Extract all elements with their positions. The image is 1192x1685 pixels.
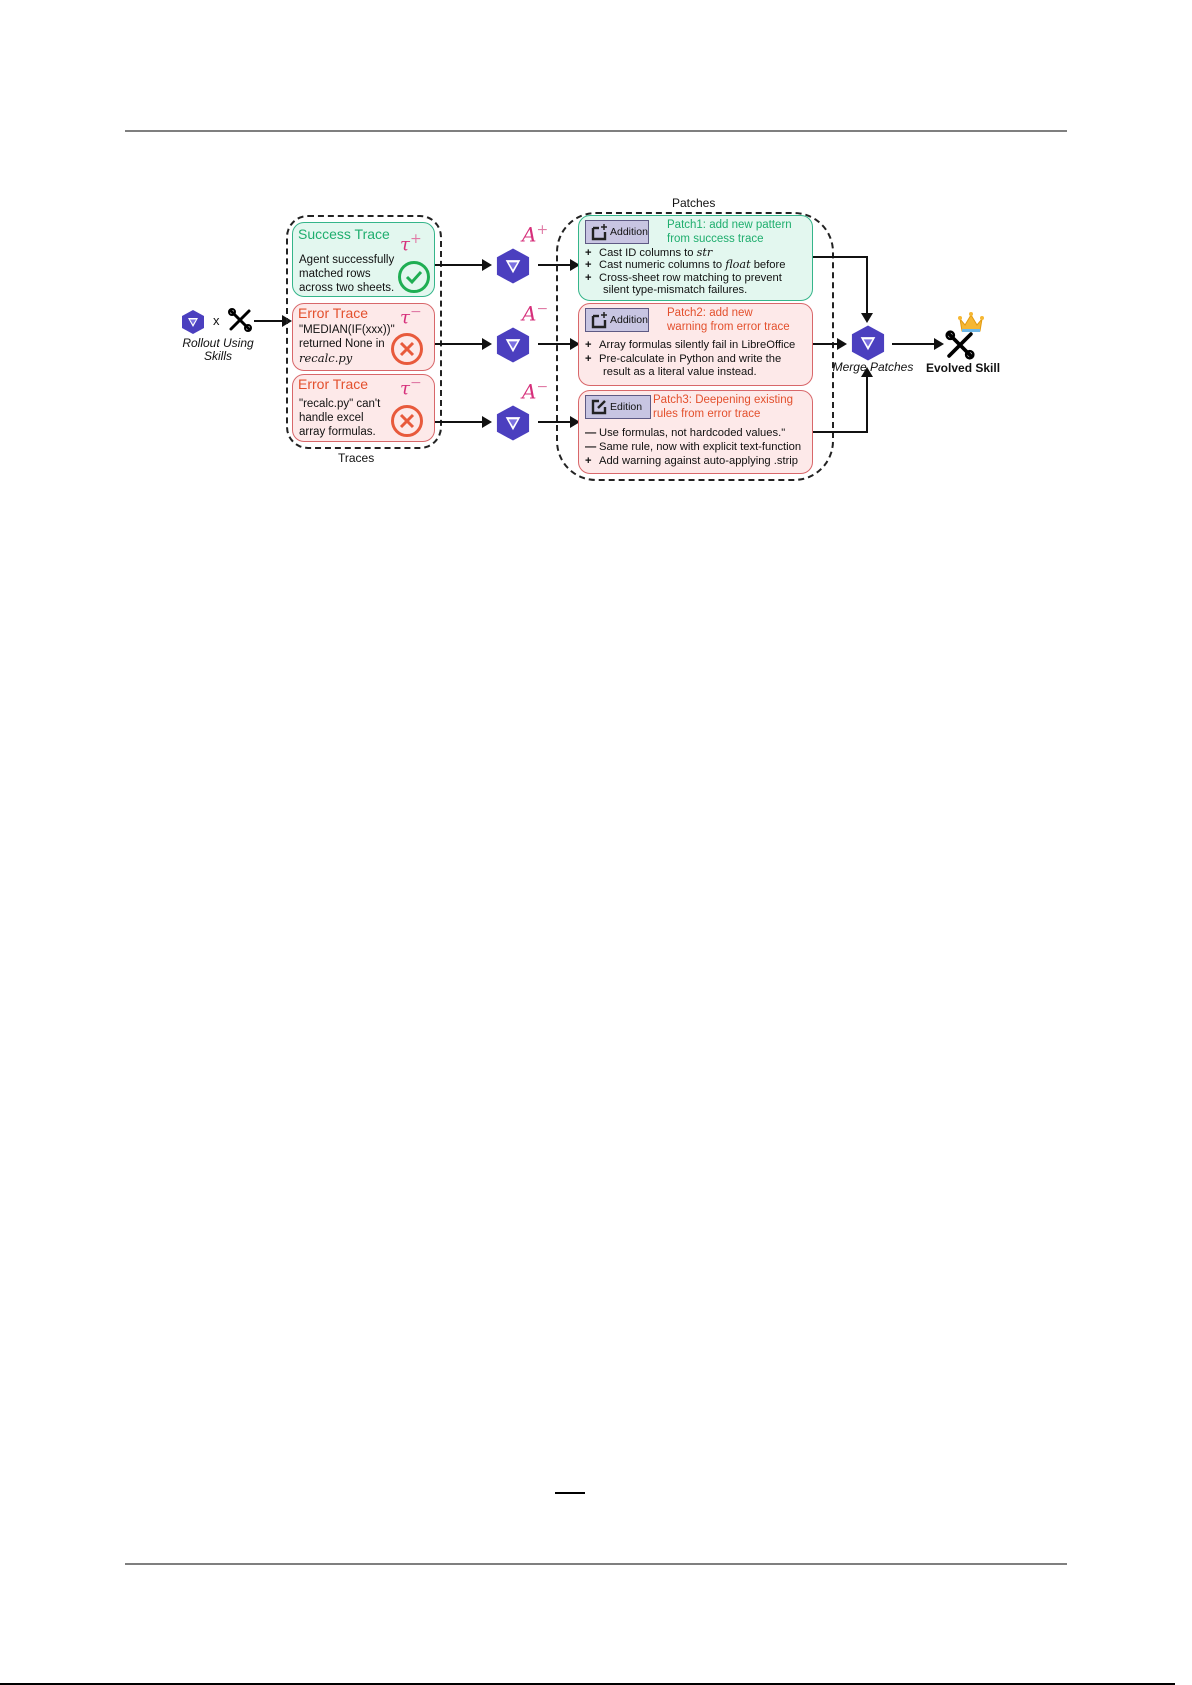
evolved-skill-label: Evolved Skill <box>926 361 1001 375</box>
merge-to-evolved-arrow <box>892 338 944 350</box>
model-logo <box>180 309 206 340</box>
patch3-connector <box>813 431 867 433</box>
x-circle-icon <box>391 333 423 365</box>
patches-group <box>556 212 834 481</box>
trace-title: Success Trace <box>298 226 390 242</box>
tools-icon <box>943 328 977 367</box>
analyzer-logo-2 <box>494 326 532 369</box>
patch-lines: +Array formulas silently fail in LibreOf… <box>585 339 796 378</box>
trace-text: "recalc.py" can't handle excel array for… <box>299 398 381 438</box>
header-rule <box>125 130 1067 132</box>
add-file-icon <box>591 312 607 329</box>
crown-icon <box>958 311 984 338</box>
x-circle-icon <box>391 405 423 437</box>
add-file-icon <box>591 224 607 241</box>
trace-title: Error Trace <box>298 305 369 321</box>
footer-rule <box>125 1563 1067 1565</box>
check-circle-icon <box>398 261 430 293</box>
analyzer-to-patch-arrow-2 <box>538 338 580 350</box>
analyzer-to-patch-arrow-3 <box>538 416 580 428</box>
trace-title: Error Trace <box>298 376 369 392</box>
footnote-rule <box>555 1492 585 1494</box>
trace-text: "MEDIAN(IF(xxx))" returned None in recal… <box>299 324 395 365</box>
patch-2-card: Addition Patch2: add new warning from er… <box>578 303 813 386</box>
rollout-caption: Rollout Using Skills <box>182 336 254 363</box>
traces-group-label: Traces <box>338 451 375 465</box>
patch-3-card: Edition Patch3: Deepening existing rules… <box>578 390 813 474</box>
patch1-connector <box>813 256 867 258</box>
patch-title: Patch2: add new warning from error trace <box>667 307 790 333</box>
merge-arrow-up <box>861 367 873 377</box>
trace-to-analyzer-arrow-2 <box>435 338 492 350</box>
patch-title: Patch3: Deepening existing rules from er… <box>653 394 794 420</box>
patch-lines: —Use formulas, not hardcoded values." —S… <box>585 427 802 467</box>
rollout-times: x <box>213 313 220 328</box>
trace-to-analyzer-arrow-1 <box>435 259 492 271</box>
skill-evolution-figure: x Rollout Using Skills Traces Success Tr… <box>0 0 1192 500</box>
edit-icon <box>591 399 607 415</box>
page-bottom-edge <box>0 1683 1175 1685</box>
success-trace-card: Success Trace Agent successfully matched… <box>292 222 435 297</box>
analyzer-to-patch-arrow-1 <box>538 259 580 271</box>
patch-lines: +Cast ID columns to str +Cast numeric co… <box>585 246 786 297</box>
addition-badge: Addition <box>585 220 649 244</box>
trace-to-analyzer-arrow-3 <box>435 416 492 428</box>
patch-title: Patch1: add new pattern from success tra… <box>667 219 792 245</box>
patch2-to-merge-arrow <box>813 338 847 350</box>
analyzer-logo-1 <box>494 247 532 290</box>
analyzer-logo-3 <box>494 404 532 447</box>
analyzer-label-1: A+ <box>522 222 549 247</box>
tau-minus-symbol: τ− <box>400 304 422 328</box>
patch1-connector-down <box>866 256 868 314</box>
merge-patches-label: Merge Patches <box>832 360 914 374</box>
tau-minus-symbol: τ− <box>400 375 422 399</box>
analyzer-label-2: A− <box>522 301 549 326</box>
addition-badge: Addition <box>585 308 649 332</box>
edition-badge: Edition <box>585 395 651 419</box>
merge-arrow-down <box>861 313 873 323</box>
patch-1-card: Addition Patch1: add new pattern from su… <box>578 215 813 301</box>
traces-group <box>286 215 442 449</box>
merge-logo <box>849 324 887 367</box>
analyzer-label-3: A− <box>522 379 549 404</box>
error-trace-card-1: Error Trace "MEDIAN(IF(xxx))" returned N… <box>292 303 435 371</box>
patch3-connector-up <box>866 376 868 433</box>
patches-group-label: Patches <box>672 196 716 210</box>
error-trace-card-2: Error Trace "recalc.py" can't handle exc… <box>292 374 435 442</box>
trace-text: Agent successfully matched rows across t… <box>299 254 395 294</box>
tools-icon <box>226 306 254 339</box>
rollout-arrow <box>254 315 292 327</box>
tau-plus-symbol: τ+ <box>400 231 422 255</box>
